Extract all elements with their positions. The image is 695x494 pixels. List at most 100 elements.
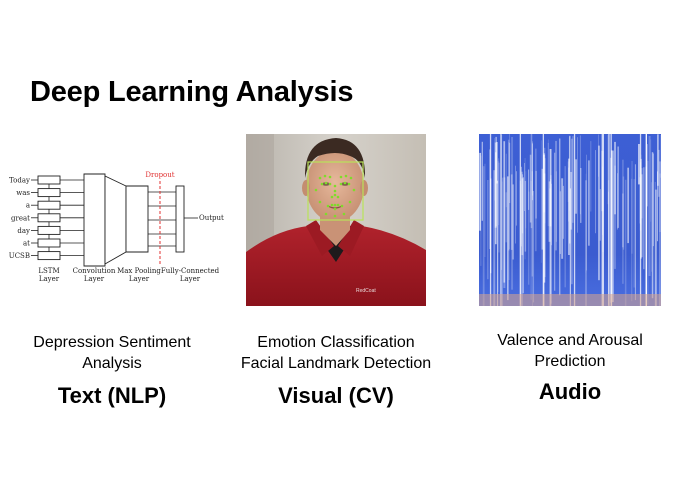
lstm-label-1: LSTM <box>38 267 59 275</box>
spectrogram-streak <box>570 172 573 230</box>
spectrogram-streak <box>509 134 510 249</box>
pool-label-1: Max Pooling <box>117 267 161 275</box>
spectrogram-streak <box>549 188 552 306</box>
landmark-point <box>339 182 343 186</box>
spectrogram-streak <box>571 138 573 285</box>
spectrogram-streak <box>521 178 524 256</box>
spectrogram-streak <box>650 139 652 222</box>
spectrogram-streak <box>498 158 500 226</box>
spectrogram-streak <box>548 139 549 242</box>
pool-label-2: Layer <box>129 275 150 283</box>
spectrogram-streak <box>643 167 645 270</box>
spectrogram-streak <box>655 189 657 306</box>
spectrogram-streak <box>555 140 557 251</box>
landmark-point <box>320 182 324 186</box>
face-detection-box <box>307 161 364 221</box>
spectrogram-streak <box>550 175 552 304</box>
spectrogram-streak <box>657 134 659 186</box>
spectrogram-streak <box>524 163 525 211</box>
cv-caption-line1: Emotion Classification <box>257 334 415 351</box>
spectrogram-streak <box>505 153 507 208</box>
landmark-point <box>318 176 322 180</box>
spectrogram-streak <box>510 174 513 250</box>
spectrogram-streak <box>658 149 660 197</box>
spectrogram-streak <box>529 154 532 223</box>
spectrogram-strong-streak <box>573 134 576 306</box>
audio-spectrogram <box>479 134 661 306</box>
spectrogram-streak <box>520 171 523 306</box>
landmark-point <box>324 212 328 216</box>
spectrogram-streak <box>624 179 627 306</box>
lstm-cell <box>37 213 61 223</box>
spectrogram-streak <box>561 178 564 259</box>
lstm-label-2: Layer <box>39 275 60 283</box>
spectrogram-streak <box>524 158 526 260</box>
spectrogram-streak <box>648 136 651 276</box>
spectrogram-streak <box>627 167 629 244</box>
audio-caption-line1: Valence and Arousal <box>497 332 643 349</box>
spectrogram-strong-streak <box>519 134 521 306</box>
audio-caption-line2: Prediction <box>534 353 606 370</box>
spectrogram-streak <box>512 184 514 260</box>
input-word: day <box>17 227 30 235</box>
landmark-point <box>343 181 347 185</box>
spectrogram-streak <box>555 171 557 242</box>
spectrogram-streak <box>641 174 643 258</box>
fc-label-2: Layer <box>180 275 201 283</box>
spectrogram-streak <box>647 161 649 305</box>
spectrogram-streak <box>641 168 643 219</box>
dropout-label: Dropout <box>145 171 174 179</box>
spectrogram-streak <box>575 159 577 214</box>
landmark-point <box>344 174 348 178</box>
spectrogram-streak <box>559 138 561 296</box>
spectrogram-streak <box>572 136 574 223</box>
spectrogram-streak <box>599 189 601 241</box>
spectrogram-streak <box>501 181 503 306</box>
spectrogram-streak <box>657 171 658 242</box>
landmark-point <box>339 175 343 179</box>
nlp-caption: Depression Sentiment Analysis <box>8 332 216 374</box>
audio-modality-label: Audio <box>538 379 602 404</box>
svg-text:RedCoat: RedCoat <box>356 288 376 294</box>
spectrogram-streak <box>659 173 661 232</box>
spectrogram-icon <box>479 134 661 306</box>
landmark-point <box>333 193 337 197</box>
landmark-point <box>328 175 332 179</box>
spectrogram-strong-streak <box>601 134 603 306</box>
spectrogram-streak <box>585 180 587 306</box>
spectrogram-streak <box>530 134 533 229</box>
landmark-point <box>328 182 332 186</box>
landmark-point <box>342 212 346 216</box>
cv-modality-label: Visual (CV) <box>278 383 394 408</box>
spectrogram-streak <box>507 176 509 301</box>
spectrogram-streak <box>505 192 508 243</box>
landmark-point <box>324 181 328 185</box>
spectrogram-streak <box>617 146 619 228</box>
input-word: UCSB <box>9 252 30 260</box>
spectrogram-streak <box>479 152 482 231</box>
lstm-cell <box>37 251 61 261</box>
spectrogram-streak <box>497 161 499 293</box>
fully-connected-layer <box>175 185 185 253</box>
spectrogram-streak <box>535 148 537 252</box>
landmark-point <box>336 195 340 199</box>
spectrogram-streak <box>481 141 483 221</box>
spectrogram-streak <box>622 193 624 248</box>
spectrogram-streak <box>577 137 578 233</box>
audio-caption: Valence and Arousal Prediction <box>466 330 674 372</box>
landmark-point <box>314 188 318 192</box>
landmark-point <box>348 200 352 204</box>
face-photo: RedCoat <box>246 134 426 306</box>
spectrogram-streak <box>528 169 530 210</box>
spectrogram-streak <box>580 168 582 223</box>
spectrogram-streak <box>659 161 661 306</box>
landmark-point <box>330 195 334 199</box>
lstm-cell <box>37 175 61 185</box>
landmark-point <box>352 188 356 192</box>
conv-to-pool-funnel <box>104 175 127 265</box>
landmark-point <box>333 214 337 218</box>
input-word: was <box>16 189 30 197</box>
spectrogram-streak <box>521 174 524 234</box>
spectrogram-streak <box>634 164 636 301</box>
